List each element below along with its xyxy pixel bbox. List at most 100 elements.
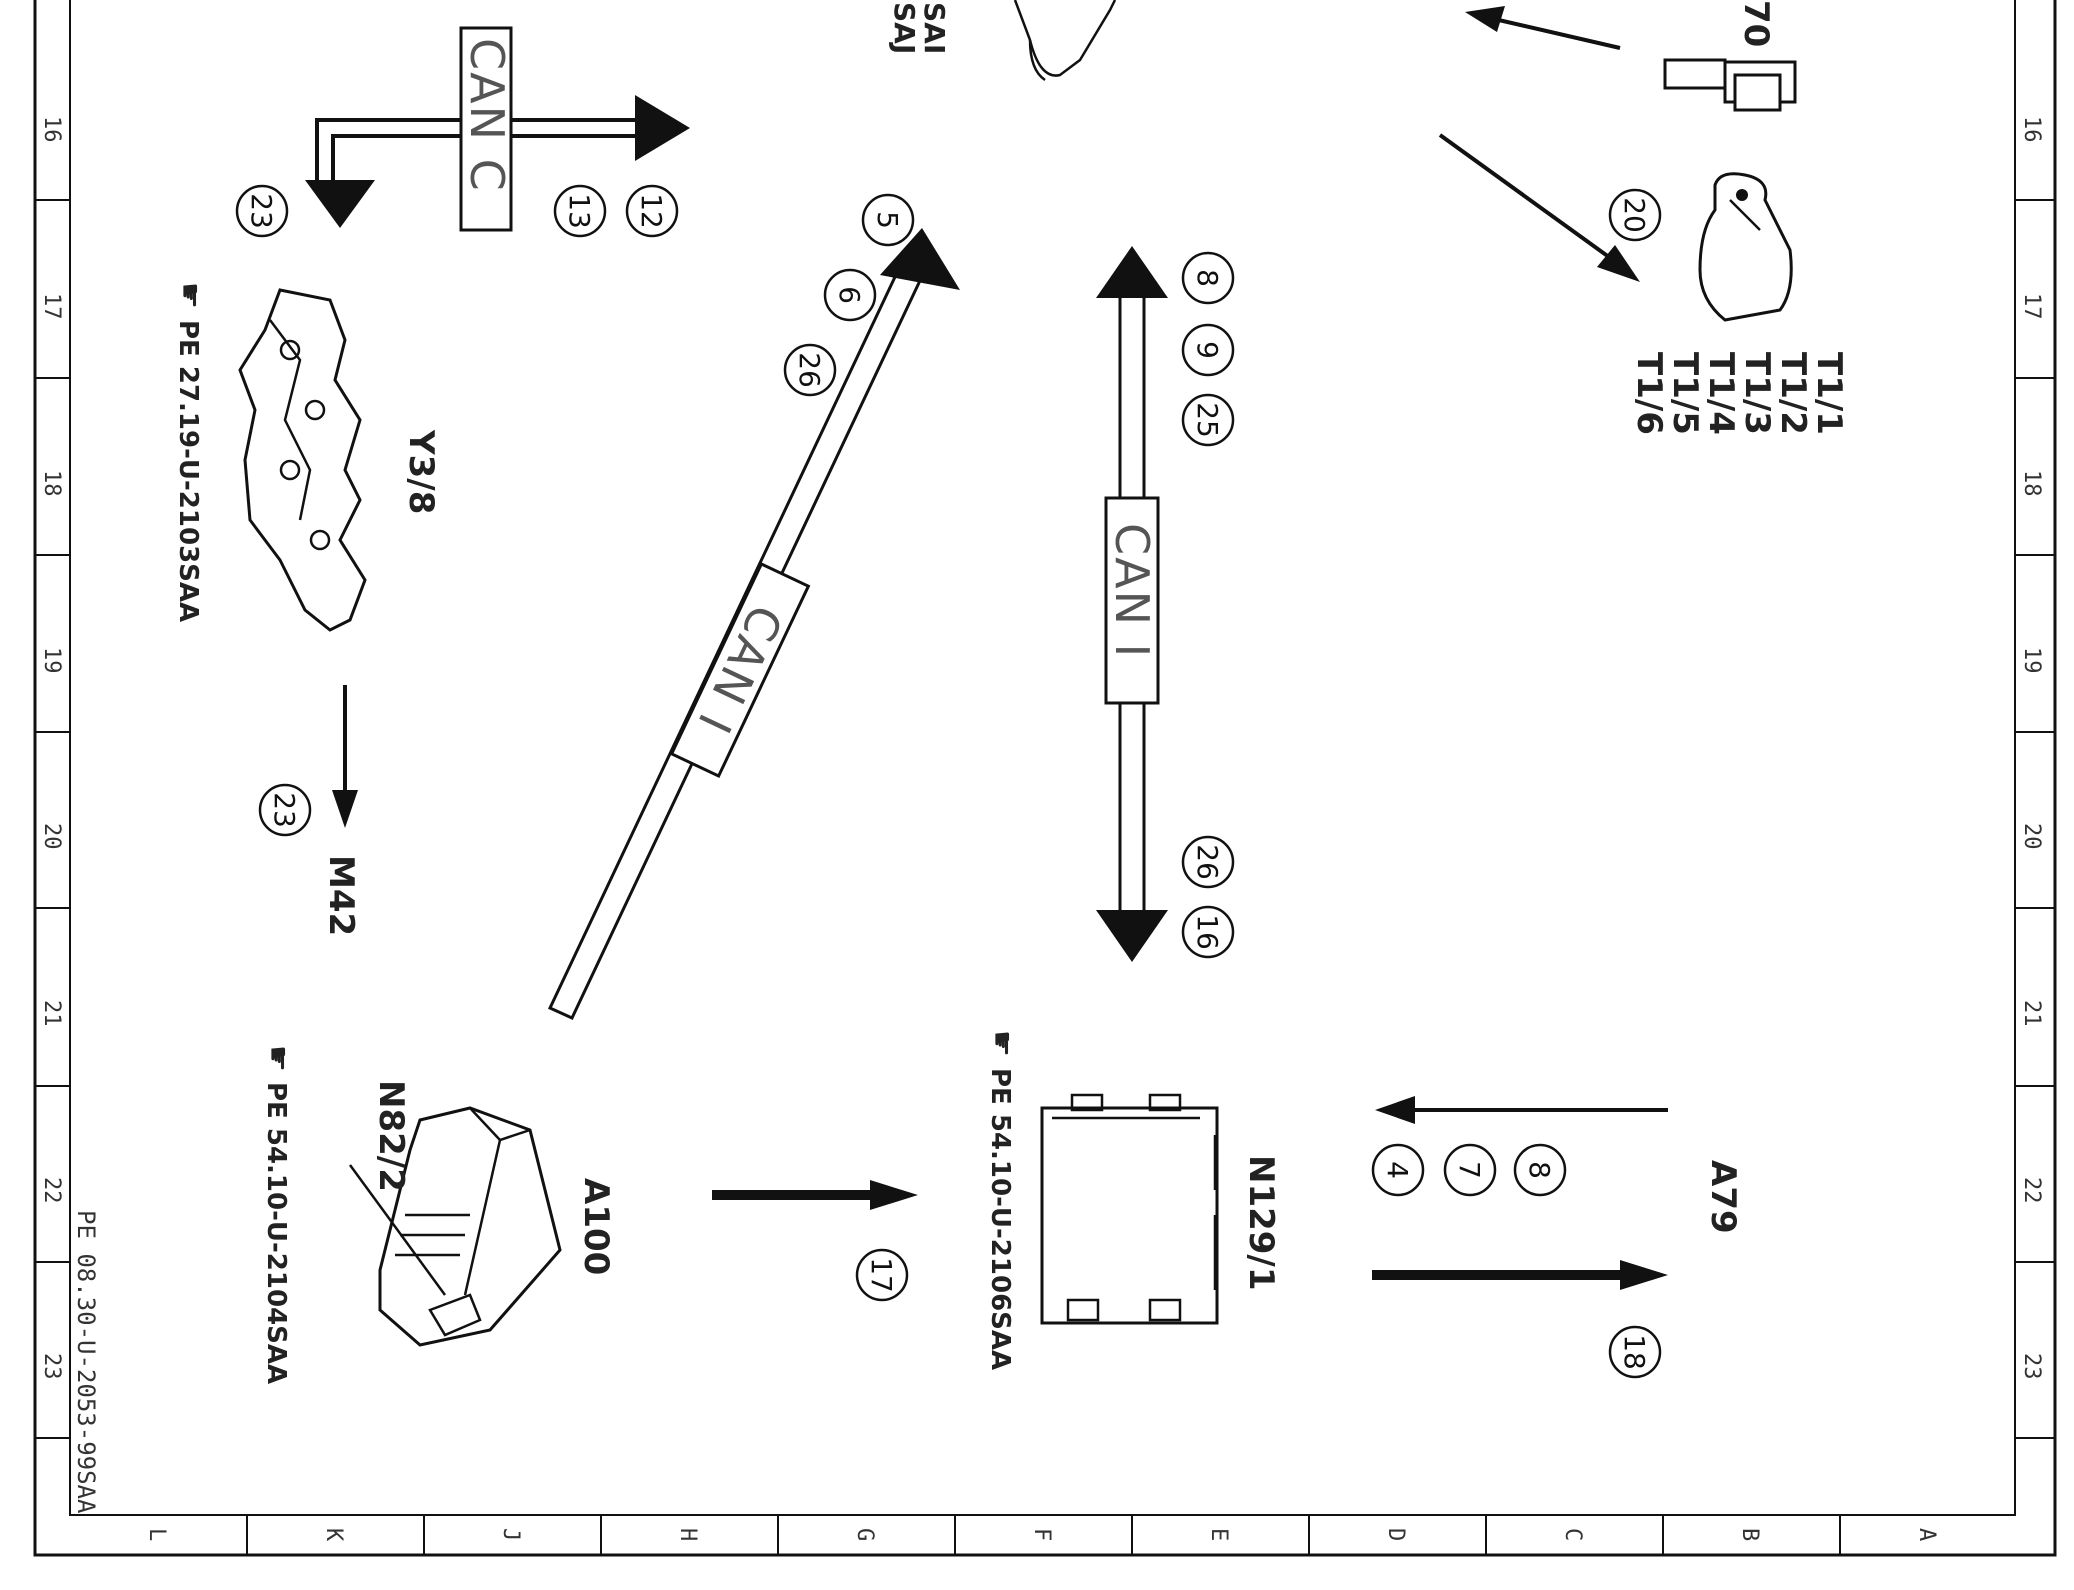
row-label: 23 [2019, 1353, 2044, 1380]
callout-6: 6 [823, 268, 877, 322]
t1-label: T1/5 [1665, 352, 1705, 435]
cut-label: 70 [1736, 0, 1776, 47]
row-label: 19 [2019, 647, 2044, 674]
row-label: 22 [2019, 1177, 2044, 1204]
arrowhead [635, 95, 690, 161]
row-label: 18 [2019, 470, 2044, 497]
arrow-line [1489, 16, 1621, 50]
svg-text:8: 8 [1191, 269, 1224, 287]
arrowhead [1096, 910, 1168, 962]
y3-8-label: Y3/8 [401, 429, 441, 514]
callout-7: 7 [1443, 1143, 1497, 1197]
row-label: 21 [2019, 1000, 2044, 1027]
t1-component [1698, 172, 1793, 322]
row-label: 17 [2019, 293, 2044, 320]
callout-5: 5 [861, 193, 915, 247]
row-labels-right: 16 17 18 19 20 21 22 23 [2019, 116, 2044, 1380]
row-label: 22 [39, 1177, 64, 1204]
pointing-hand-icon: ☛ [172, 282, 207, 309]
m42-label: M42 [321, 855, 361, 936]
row-label: 19 [39, 647, 64, 674]
column-label: D [1383, 1528, 1408, 1541]
callout-17: 17 [855, 1248, 909, 1302]
a100-ref-text: PE 54.10-U-2104SAA [261, 1082, 291, 1384]
svg-text:7: 7 [1453, 1161, 1486, 1179]
column-label: G [852, 1528, 877, 1541]
svg-text:18: 18 [1618, 1334, 1651, 1370]
callout-13: 13 [553, 184, 607, 238]
column-label: E [1206, 1528, 1231, 1541]
arrowhead [1375, 1096, 1415, 1124]
column-label: B [1737, 1528, 1762, 1541]
arrow-line [1438, 133, 1622, 267]
row-label: 17 [39, 293, 64, 320]
t1-label: T1/3 [1737, 352, 1777, 435]
t1-label: T1/1 [1809, 352, 1849, 435]
cut-component [1013, 0, 1117, 77]
arrowhead [1096, 246, 1168, 298]
row-label: 16 [39, 116, 64, 143]
callout-18: 18 [1608, 1325, 1662, 1379]
callout-4: 4 [1371, 1143, 1425, 1197]
y3-8-component [238, 288, 367, 632]
a79-label: A79 [1703, 1160, 1743, 1234]
top-cut-labels: SAI SAJ 70 [888, 0, 1776, 54]
column-ticks [70, 1514, 2015, 1555]
a100-component [348, 1106, 562, 1347]
svg-text:9: 9 [1191, 341, 1224, 359]
pointing-hand-icon: ☛ [984, 1030, 1019, 1057]
can-i-diag-label: CAN I [686, 597, 793, 743]
callout-20: 20 [1608, 188, 1662, 242]
cut-label: SAJ [888, 2, 921, 54]
column-label: K [321, 1528, 346, 1542]
arrowhead [305, 180, 375, 228]
t1-label: T1/2 [1773, 352, 1813, 435]
y3-8-ref: ☛ PE 27.19-U-2103SAA [172, 282, 207, 622]
callout-26a: 26 [783, 343, 837, 397]
callout-12: 12 [625, 184, 679, 238]
column-labels: L K J H G F E D C B A [144, 1528, 1939, 1542]
doc-reference: PE 08.30-U-2053-99SAA [72, 1210, 100, 1514]
can-c-bus: CAN C [305, 26, 690, 232]
pointing-hand-icon: ☛ [260, 1045, 295, 1072]
callout-23a: 23 [235, 184, 289, 238]
row-ticks [35, 199, 2055, 1439]
outer-frame [33, 0, 2057, 1557]
svg-text:26: 26 [1191, 844, 1224, 880]
a100-label: A100 [576, 1178, 616, 1275]
n129-1-ref: ☛ PE 54.10-U-2106SAA [984, 1030, 1019, 1370]
row-label: 23 [39, 1353, 64, 1380]
column-label: F [1029, 1528, 1054, 1541]
svg-text:26: 26 [793, 352, 826, 388]
svg-text:25: 25 [1191, 402, 1224, 438]
column-label: J [498, 1528, 523, 1541]
can-i-vert-bus: CAN I [1096, 246, 1168, 962]
svg-text:6: 6 [833, 286, 866, 304]
n82-2-label: N82/2 [371, 1080, 411, 1192]
n129-1-label: N129/1 [1241, 1155, 1281, 1291]
row-label: 20 [2019, 823, 2044, 850]
arrowhead [870, 1180, 918, 1210]
can-c-label: CAN C [460, 38, 514, 193]
callout-16: 16 [1181, 905, 1235, 959]
svg-text:17: 17 [865, 1257, 898, 1293]
a100-ref: ☛ PE 54.10-U-2104SAA [260, 1045, 295, 1384]
can-i-vert-label: CAN I [1105, 523, 1159, 659]
row-label: 18 [39, 470, 64, 497]
y3-8-ref-text: PE 27.19-U-2103SAA [173, 320, 203, 622]
column-label: L [144, 1528, 169, 1541]
arrowhead [1620, 1260, 1668, 1290]
row-label: 20 [39, 823, 64, 850]
row-labels-left: 16 17 18 19 20 21 22 23 [39, 116, 64, 1380]
callout-25: 25 [1181, 393, 1235, 447]
t1-labels: T1/1 T1/2 T1/3 T1/4 T1/5 T1/6 [1629, 352, 1849, 435]
svg-text:16: 16 [1191, 914, 1224, 950]
sensor-70 [1663, 58, 1797, 112]
cut-label: SAI [918, 2, 951, 54]
n129-1-ref-text: PE 54.10-U-2106SAA [985, 1068, 1015, 1370]
svg-text:20: 20 [1618, 197, 1651, 233]
callout-23b: 23 [258, 783, 312, 837]
row-label: 21 [39, 1000, 64, 1027]
svg-text:4: 4 [1381, 1161, 1414, 1179]
